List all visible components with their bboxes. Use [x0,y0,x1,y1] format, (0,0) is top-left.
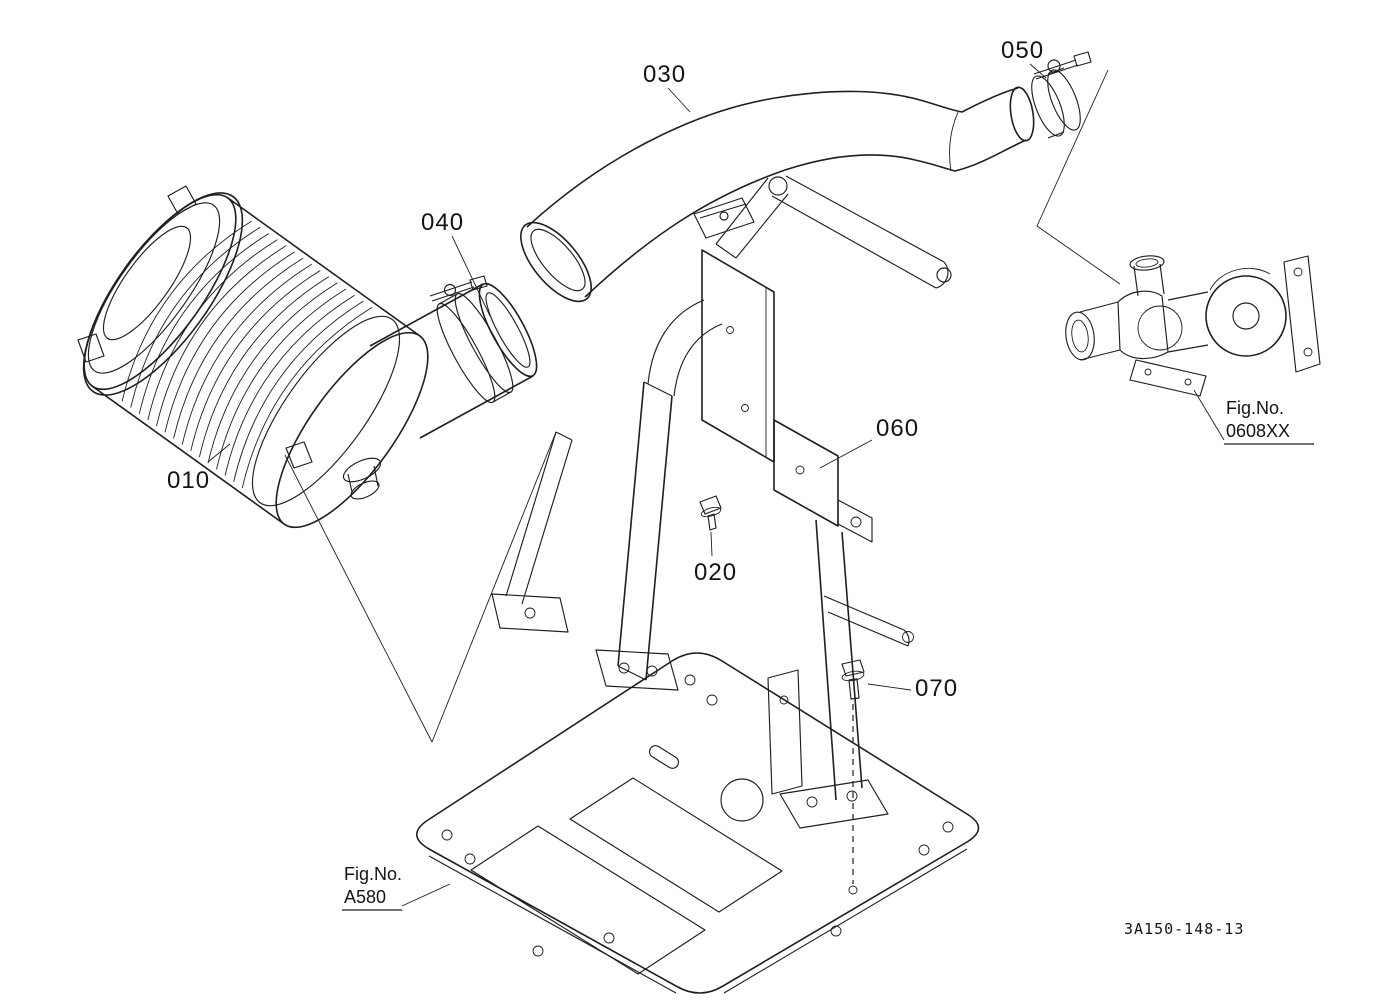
callout-060: 060 [876,415,919,442]
bracket-hose-saddle [693,197,755,239]
bracket-curved-strap [647,299,723,397]
fig-plate-label: Fig.No. [344,864,402,884]
air-cleaner-assembly [77,185,538,529]
hose-clamp-040 [429,275,514,404]
callout-070: 070 [915,675,958,702]
fig-turbo-number: 0608XX [1226,421,1290,441]
callout-labels: 010 020 030 040 050 060 070 [167,37,1047,702]
bracket-top-arm [715,175,952,289]
base-plate-holes [441,674,954,957]
base-plate-reference [415,652,980,994]
callout-040: 040 [421,209,464,236]
fig-plate-leader [401,883,451,907]
callout-leader-050 [1029,63,1047,79]
hose-clamp-050 [1031,51,1092,139]
bolt-070 [841,659,865,895]
callout-020: 020 [694,559,737,586]
callout-leader-030 [667,87,691,113]
callout-leader-020 [710,531,713,557]
callout-030: 030 [643,61,686,88]
bracket-right-post [767,519,889,829]
fig-turbo-leader [1193,389,1225,441]
air-cleaner-outlet [369,282,538,439]
fig-turbo-label: Fig.No. [1226,398,1284,418]
intake-hose [520,86,1035,303]
bolt-020 [699,495,722,531]
clamp-tbolt-icon [429,275,488,302]
clamp-tbolt-icon [1033,51,1092,80]
callout-010: 010 [167,467,210,494]
bracket-left-strap [491,431,573,633]
fig-plate-number: A580 [344,887,386,907]
turbocharger-reference [1036,69,1321,397]
bracket-right-strap [823,595,914,647]
assembly-alignment-lines [284,431,557,743]
dust-ejector [342,457,382,500]
air-cleaner-ribs [121,220,373,489]
callout-leader-010 [207,443,231,463]
drawing-number: 3A150-148-13 [1124,920,1244,938]
fig-reference-turbo: Fig.No. 0608XX [1193,389,1314,445]
callout-leader-060 [819,439,873,469]
latch-clip-icons [77,185,313,469]
bracket-left-post [595,381,679,691]
mounting-bracket [284,175,952,829]
callout-050: 050 [1001,37,1044,64]
callout-leader-040 [451,235,491,317]
bracket-main-plate [701,249,873,543]
fig-reference-plate: Fig.No. A580 [342,864,451,911]
callout-leader-070 [867,683,912,691]
